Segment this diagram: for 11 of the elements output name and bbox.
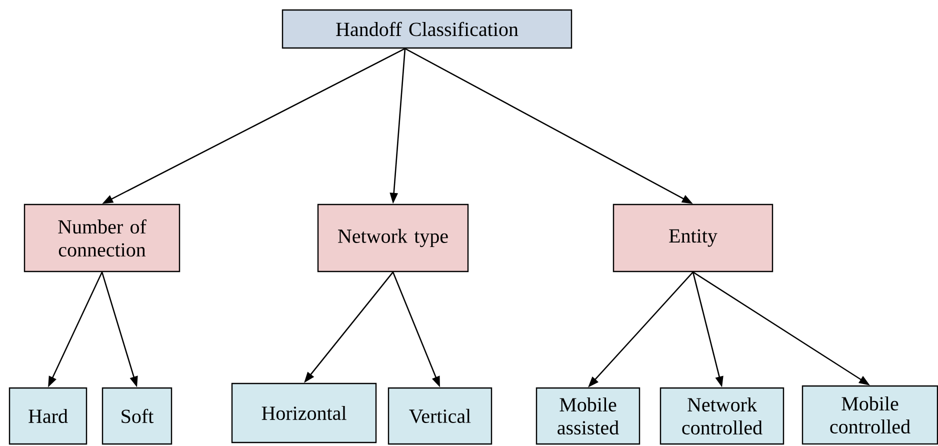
leaf-box: Network controlled [660,387,784,445]
leaf-box: Horizontal [231,382,377,444]
leaf-box: Mobile assisted [536,387,640,445]
leaf-box: Vertical [388,387,492,445]
category-box: Number of connection [24,204,180,272]
leaf-box: Soft [102,387,172,445]
leaf-box: Mobile controlled [802,385,938,445]
category-box: Entity [612,204,774,272]
root-box: Handoff Classification [282,9,572,49]
category-box: Network type [317,204,469,272]
leaf-box: Hard [8,387,88,445]
